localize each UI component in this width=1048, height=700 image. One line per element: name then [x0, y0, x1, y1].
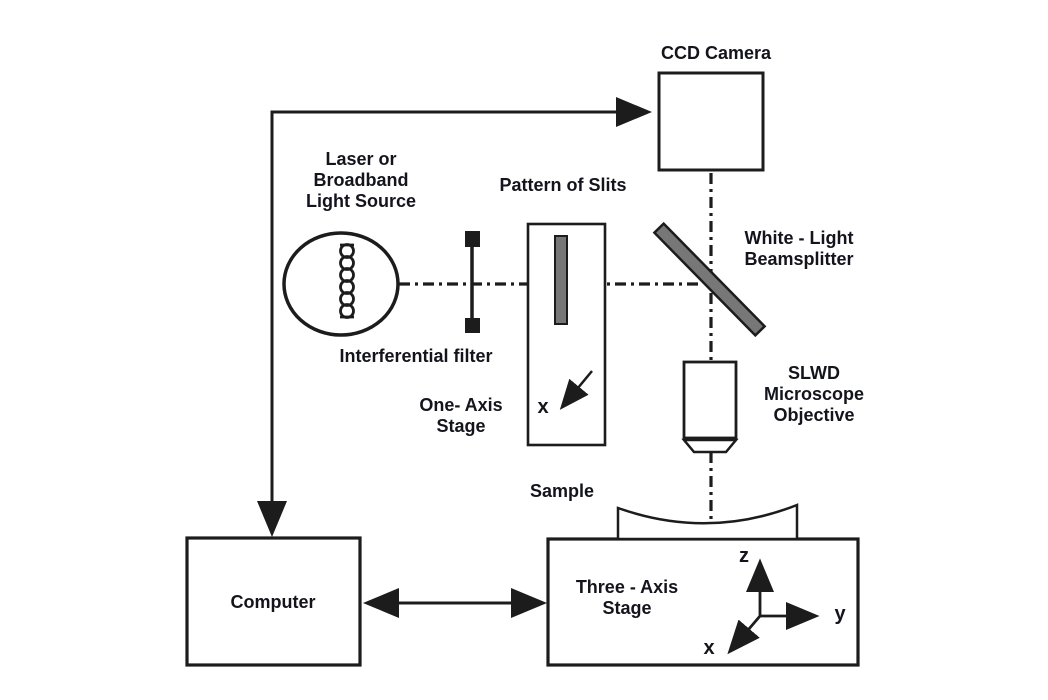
beamsplitter-label: White - Light Beamsplitter: [744, 228, 854, 269]
filament-coil-icon: [339, 243, 355, 319]
computer-box: [185, 536, 362, 667]
light-source-label: Laser or Broadband Light Source: [305, 149, 417, 211]
stage-y-axis-label: y: [834, 603, 846, 625]
objective-symbol: [681, 360, 739, 454]
slit-stage-box: [526, 222, 607, 447]
ccd-to-computer-connector: [257, 97, 652, 537]
ccd-camera-box: [657, 71, 765, 172]
ccd-camera-label: CCD Camera: [660, 43, 772, 63]
computer-label: Computer: [230, 592, 316, 612]
light-source-symbol: [282, 231, 400, 337]
slwd-objective-label: SLWD Microscope Objective: [763, 363, 865, 425]
slit-x-direction-arrow: [559, 370, 593, 410]
slit-stage-x-axis-label: x: [537, 396, 549, 418]
three-axis-stage-label: Three - Axis Stage: [575, 577, 679, 618]
stage-z-axis-label: z: [739, 545, 749, 567]
stage-axes-icon: [727, 558, 820, 655]
sample-symbol: [616, 503, 799, 541]
interferential-filter-symbol: [465, 231, 480, 333]
pattern-of-slits-label: Pattern of Slits: [499, 175, 627, 195]
sample-label: Sample: [529, 481, 595, 501]
slit-aperture: [554, 235, 568, 325]
stage-x-axis-label: x: [703, 637, 715, 659]
interferential-filter-label: Interferential filter: [339, 346, 493, 366]
one-axis-stage-label: One- Axis Stage: [419, 395, 503, 436]
beamsplitter-symbol: [652, 221, 767, 338]
